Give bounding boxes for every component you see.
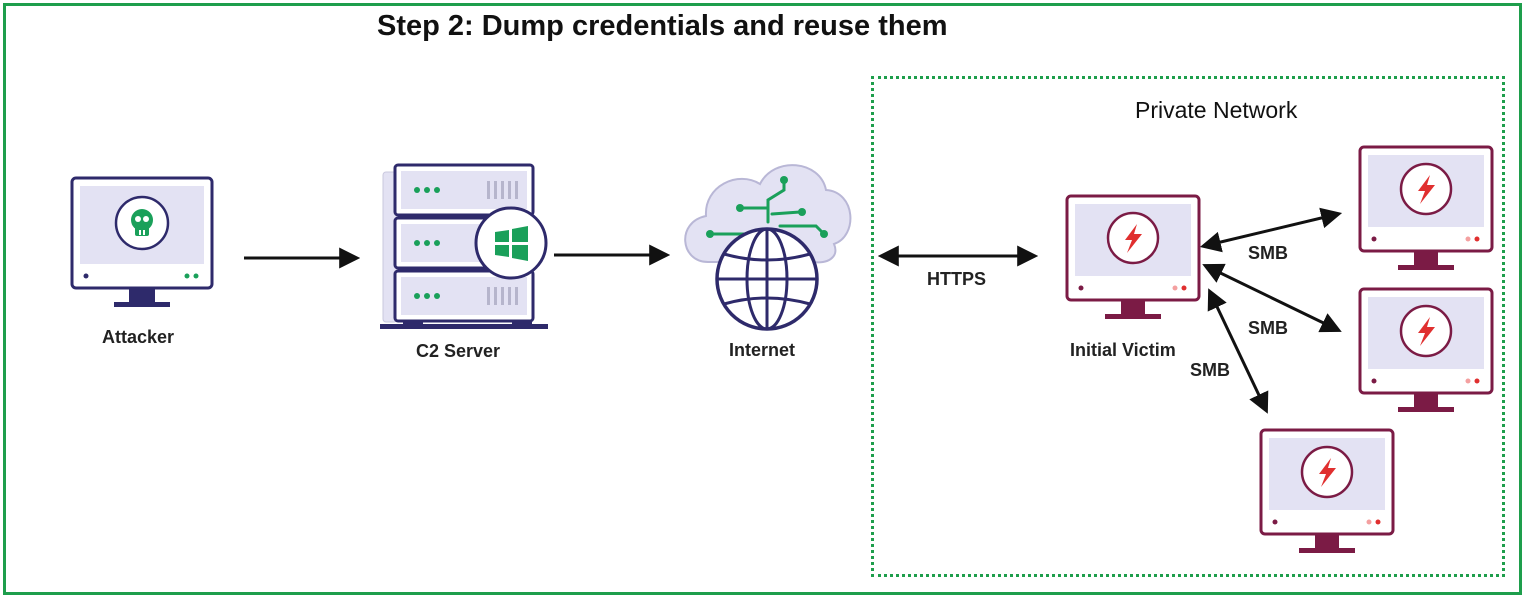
initial-victim-node	[1065, 194, 1201, 321]
https-label: HTTPS	[927, 269, 987, 289]
internet-label: Internet	[729, 340, 796, 360]
private-network-label: Private Network	[1135, 97, 1298, 123]
c2-server-node	[380, 163, 548, 329]
internet-node	[684, 164, 852, 331]
initial-victim-label: Initial Victim	[1070, 340, 1176, 360]
arrow-smb-top	[1199, 207, 1343, 253]
smb-label-top: SMB	[1248, 243, 1288, 263]
private-network-zone	[871, 76, 1505, 577]
c2-server-label: C2 Server	[416, 341, 501, 361]
attacker-label: Attacker	[102, 327, 175, 347]
windows-logo-icon	[474, 206, 548, 280]
victim-node-middle	[1358, 287, 1494, 414]
arrow-smb-bottom	[1207, 288, 1269, 414]
smb-label-middle: SMB	[1248, 318, 1288, 338]
diagram-frame	[3, 3, 1522, 595]
diagram-title: Step 2: Dump credentials and reuse them	[377, 10, 948, 42]
victim-node-bottom	[1259, 428, 1395, 555]
arrow-smb-middle	[1202, 263, 1342, 333]
globe-cloud-icon	[684, 164, 852, 331]
skull-icon	[114, 195, 170, 251]
victim-node-top	[1358, 145, 1494, 272]
attacker-node	[70, 176, 214, 309]
smb-label-bottom: SMB	[1190, 360, 1230, 380]
